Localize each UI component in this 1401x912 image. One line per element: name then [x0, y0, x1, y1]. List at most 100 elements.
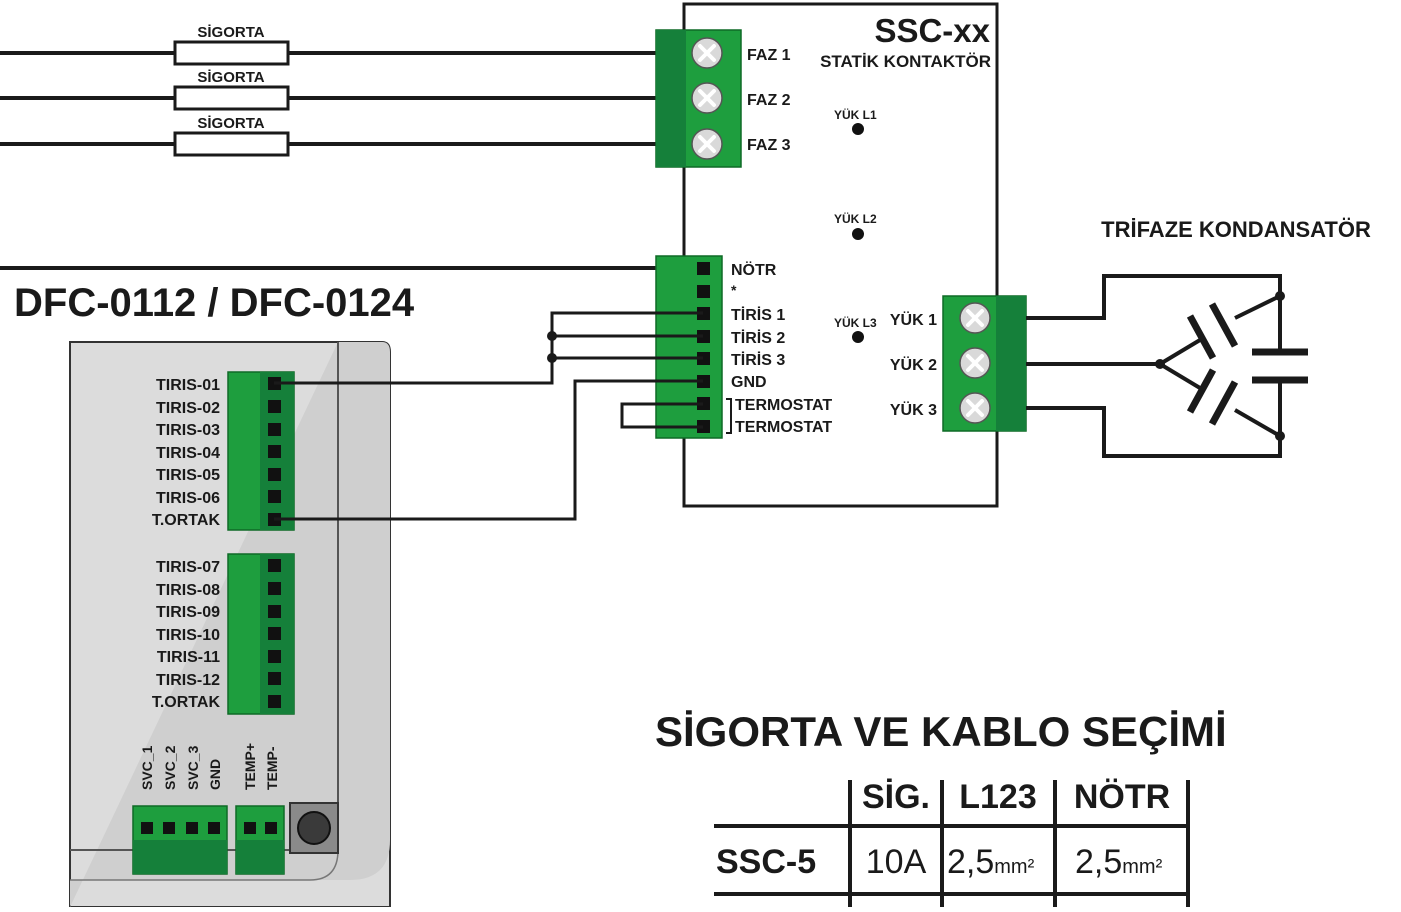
termostat-1-label: TERMOSTAT — [735, 397, 832, 414]
svc-1-label: SVC_1 — [139, 745, 155, 790]
temp-connector-pins — [244, 822, 277, 834]
tiris-3-label: TİRİS 3 — [731, 351, 785, 369]
faz-2-label: FAZ 2 — [747, 92, 791, 109]
faz-1-label: FAZ 1 — [747, 47, 791, 64]
yuk-l2-label: YÜK L2 — [834, 211, 877, 226]
static-contactor: SSC-xx STATİK KONTAKTÖR FAZ 1 FAZ 2 FAZ … — [620, 2, 1027, 508]
phase-terminal-side — [656, 30, 686, 167]
screw-faz-2 — [691, 82, 723, 114]
screw-yuk-1 — [959, 302, 991, 334]
controller-block-1-pins — [268, 377, 281, 526]
yuk-l1-label: YÜK L1 — [834, 107, 877, 122]
yuk-2-label: YÜK 2 — [890, 355, 937, 374]
junction-tiris-2 — [547, 331, 557, 341]
screw-faz-1 — [691, 37, 723, 69]
controller: DFC-0112 / DFC-0124 TIRIS-01 TIRIS-02 TI… — [14, 281, 415, 908]
selection-table: SİGORTA VE KABLO SEÇİMİ SİG. L123 NÖTR S… — [655, 708, 1227, 907]
contactor-title: SSC-xx — [874, 12, 990, 49]
load-terminal-side — [996, 296, 1026, 431]
thermostat-bridge — [620, 402, 703, 429]
header-notr: NÖTR — [1074, 778, 1170, 816]
tiris-06-label: TIRIS-06 — [156, 490, 220, 507]
tiris-12-label: TIRIS-12 — [156, 672, 220, 689]
screw-yuk-2 — [959, 347, 991, 379]
fuse-2 — [173, 85, 290, 111]
header-sig: SİG. — [862, 778, 930, 816]
tiris-11-label: TIRIS-11 — [157, 649, 220, 666]
cap-lower-plate-1 — [1186, 368, 1217, 414]
row-fuse: 10A — [866, 843, 927, 881]
cap-upper-plate-2 — [1208, 302, 1239, 348]
svc-2-label: SVC_2 — [162, 745, 178, 790]
tiris-2-label: TİRİS 2 — [731, 329, 785, 347]
fuse-label-2: SİGORTA — [197, 69, 264, 86]
cap-lower-plate-2 — [1208, 380, 1239, 426]
row-l123-number: 2,5 — [947, 843, 994, 881]
cap-upper-plate-1 — [1186, 314, 1217, 360]
yuk-l2-led — [852, 228, 864, 240]
phase-lines — [0, 51, 660, 270]
controller-bevel — [70, 849, 339, 881]
fuses: SİGORTA SİGORTA SİGORTA — [173, 24, 290, 157]
row-notr-number: 2,5 — [1075, 843, 1122, 881]
load-wire-1 — [1026, 274, 1282, 320]
gnd-bottom-label: GND — [207, 759, 223, 790]
fuse-label-3: SİGORTA — [197, 115, 264, 132]
yuk-l1-led — [852, 123, 864, 135]
tiris-05-label: TIRIS-05 — [156, 467, 220, 484]
cap-lower-lead-a — [1158, 362, 1202, 390]
yuk-1-label: YÜK 1 — [890, 310, 937, 329]
controller-button[interactable] — [297, 811, 331, 845]
tiris-1-label: TİRİS 1 — [731, 306, 785, 324]
faz-3-label: FAZ 3 — [747, 137, 791, 154]
junction-tiris-3 — [547, 353, 557, 363]
screw-yuk-3 — [959, 392, 991, 424]
tiris-10-label: TIRIS-10 — [156, 627, 220, 644]
cap-upper-lead-a — [1158, 338, 1202, 366]
cap-upper-lead-b — [1234, 294, 1281, 320]
row-notr-value: 2,5mm² — [1075, 843, 1163, 881]
contactor-subtitle: STATİK KONTAKTÖR — [820, 52, 991, 71]
row-l123-unit: mm² — [994, 856, 1034, 878]
tiris-03-label: TIRIS-03 — [156, 422, 220, 439]
wire-t-ortak-gnd — [274, 379, 703, 521]
svc-3-label: SVC_3 — [185, 745, 201, 790]
capacitor-title: TRİFAZE KONDANSATÖR — [1101, 217, 1371, 242]
load-wire-3 — [1026, 406, 1282, 458]
tiris-08-label: TIRIS-08 — [156, 582, 220, 599]
fuse-label-1: SİGORTA — [197, 24, 264, 41]
fuse-1 — [173, 40, 290, 66]
fuse-3 — [173, 131, 290, 157]
wire-tiris-01 — [274, 311, 703, 385]
termostat-2-label: TERMOSTAT — [735, 419, 832, 436]
svc-connector-lower — [133, 840, 227, 874]
t-ortak-1-label: T.ORTAK — [152, 512, 221, 529]
screw-faz-3 — [691, 128, 723, 160]
cap-lower-lead-b — [1233, 408, 1282, 438]
thermostat-bracket — [726, 398, 732, 434]
header-l123: L123 — [959, 778, 1037, 816]
temp-minus-label: TEMP- — [264, 746, 280, 790]
svc-connector-pins — [141, 822, 220, 834]
control-wiring — [274, 311, 703, 521]
row-l123-value: 2,5mm² — [947, 843, 1035, 881]
gnd-label: GND — [731, 374, 767, 391]
yuk-3-label: YÜK 3 — [890, 400, 937, 419]
yuk-l3-led — [852, 331, 864, 343]
controller-title: DFC-0112 / DFC-0124 — [14, 281, 415, 325]
star-label: * — [731, 282, 737, 298]
control-terminal-block — [655, 255, 723, 439]
three-phase-capacitor: TRİFAZE KONDANSATÖR — [1026, 217, 1371, 458]
tiris-02-label: TIRIS-02 — [156, 400, 220, 417]
control-pins — [697, 262, 710, 433]
row-model: SSC-5 — [716, 843, 816, 881]
tiris-04-label: TIRIS-04 — [156, 445, 220, 462]
controller-block-2-pins — [268, 559, 281, 708]
table-title: SİGORTA VE KABLO SEÇİMİ — [655, 708, 1227, 755]
notr-label: NÖTR — [731, 260, 777, 279]
tiris-07-label: TIRIS-07 — [156, 559, 220, 576]
temp-plus-label: TEMP+ — [242, 743, 258, 790]
t-ortak-2-label: T.ORTAK — [152, 694, 221, 711]
